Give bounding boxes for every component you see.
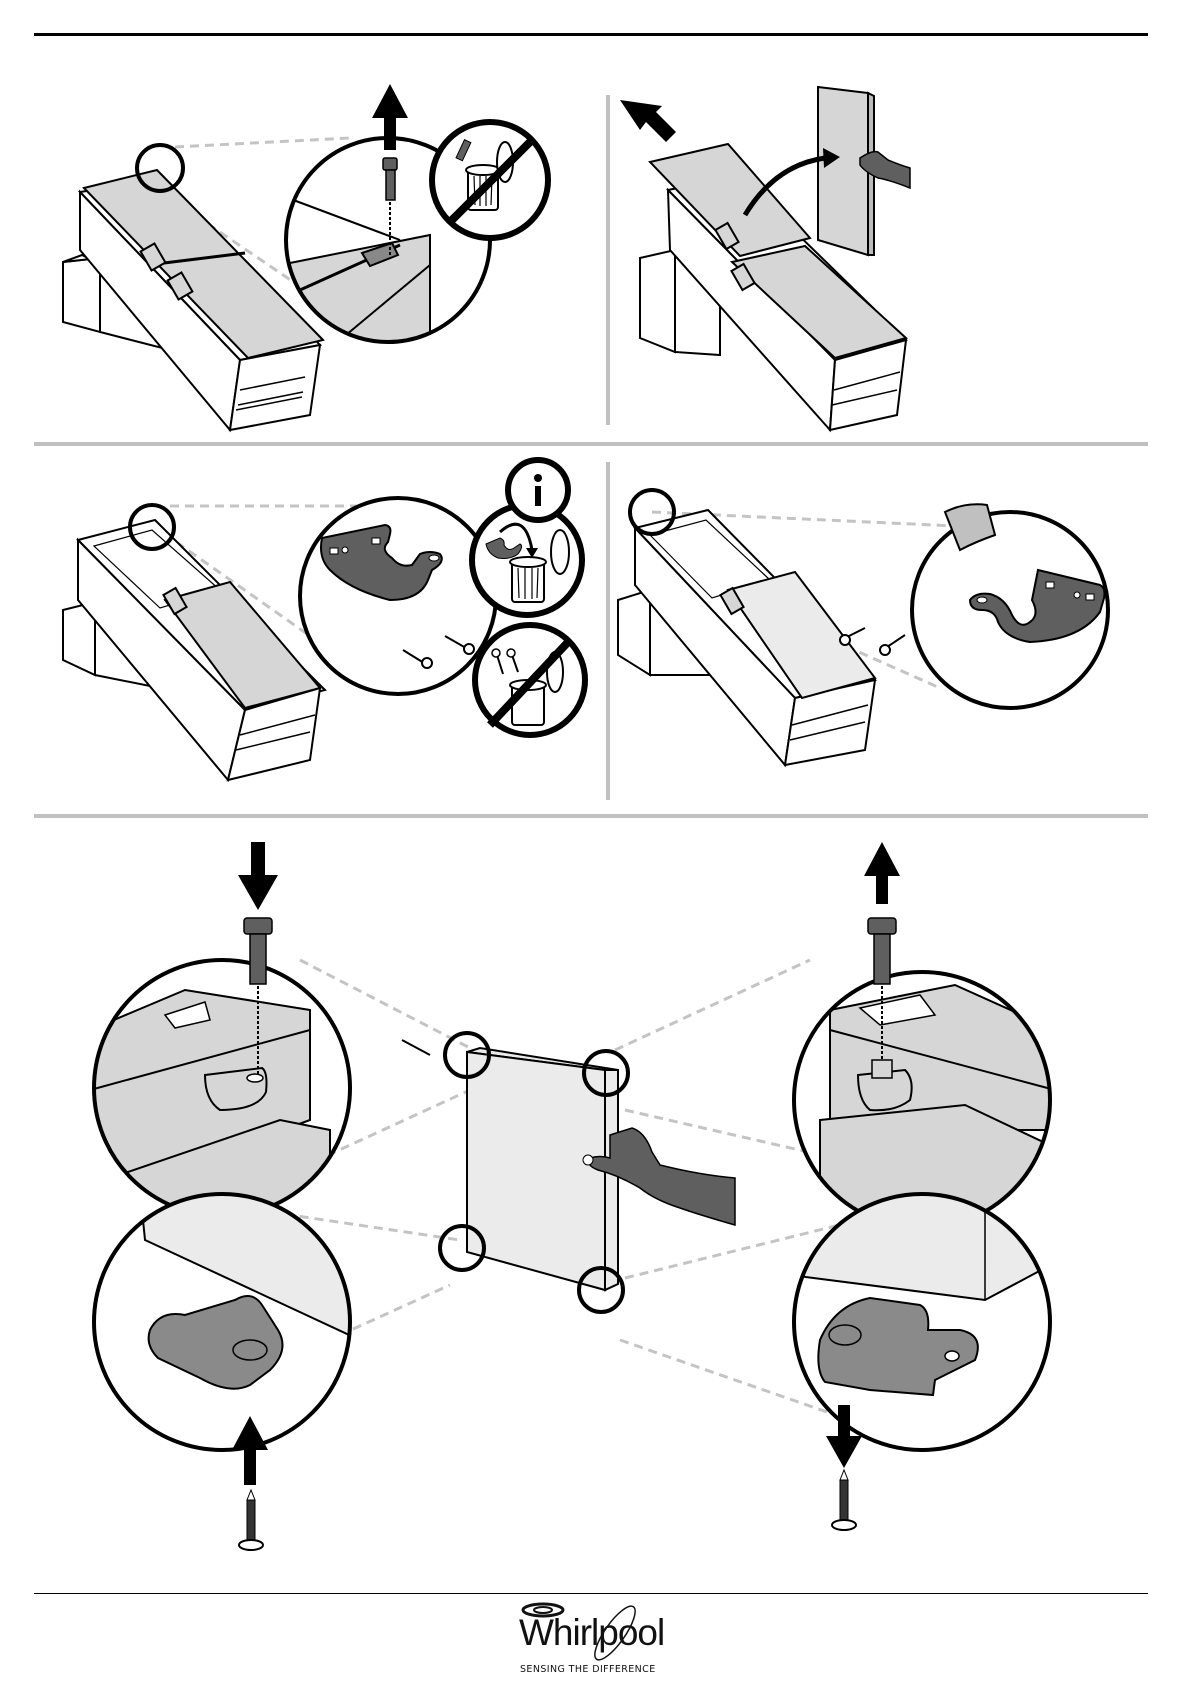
step-1-illustration xyxy=(0,0,600,440)
discard-icon xyxy=(472,505,582,615)
arrow-up-left-icon xyxy=(620,100,676,142)
section-divider-1 xyxy=(34,442,1148,446)
detail-magnifier xyxy=(912,504,1108,708)
detail-magnifier-bottom-left xyxy=(90,1190,360,1550)
section-divider-2 xyxy=(34,814,1148,818)
info-icon xyxy=(508,460,568,520)
step-2-illustration xyxy=(610,0,1190,440)
screw-icon xyxy=(832,1470,856,1530)
no-discard-icon xyxy=(432,122,548,238)
detail-magnifier-bottom-right xyxy=(790,1190,1060,1530)
no-discard-icon xyxy=(475,625,585,735)
bottom-rule xyxy=(34,1593,1148,1594)
step-5-illustration xyxy=(0,820,1191,1590)
brand-name: Whirlpool xyxy=(519,1612,664,1654)
brand-tagline: SENSING THE DIFFERENCE xyxy=(520,1664,656,1675)
arrow-up-icon xyxy=(864,842,900,904)
screw-icon xyxy=(239,1490,263,1550)
step-4-illustration xyxy=(610,450,1190,810)
arrow-down-icon xyxy=(238,842,278,910)
brand-logo: Whirlpool SENSING THE DIFFERENCE xyxy=(515,1598,675,1684)
detail-magnifier-top-left xyxy=(90,842,360,1225)
detail-magnifier-top-right xyxy=(790,842,1060,1235)
step-3-illustration xyxy=(0,450,600,810)
